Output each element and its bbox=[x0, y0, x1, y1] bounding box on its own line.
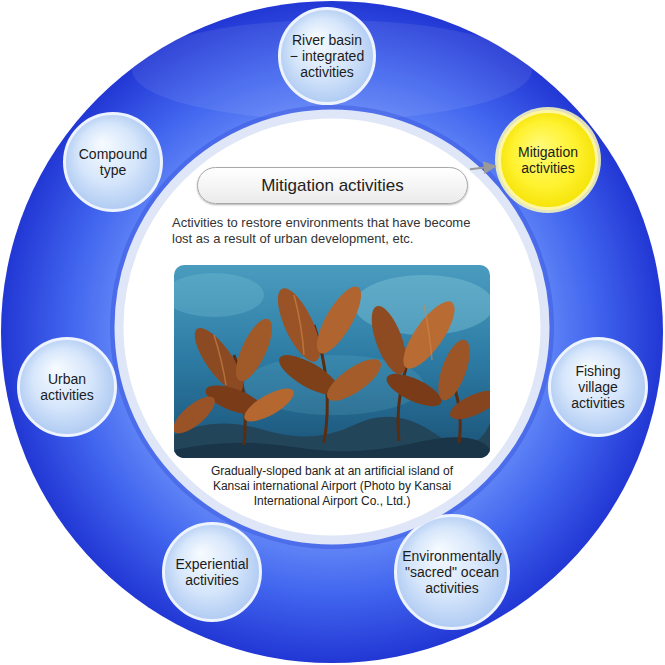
inner-shadow bbox=[110, 105, 554, 549]
kelp-blade bbox=[240, 382, 298, 427]
circle-shape bbox=[65, 114, 162, 211]
circle-label: Compound type bbox=[73, 146, 153, 178]
light-patch bbox=[174, 273, 264, 317]
circle-shape bbox=[280, 9, 375, 104]
pill-title: Mitigation activities bbox=[261, 176, 404, 196]
kelp-blade bbox=[269, 283, 328, 367]
kelp-highlight bbox=[294, 295, 304, 355]
kelp-blade bbox=[446, 385, 490, 425]
title-pill: Mitigation activities bbox=[197, 167, 468, 204]
kelp-blade bbox=[229, 314, 279, 386]
circle-label: Fishing village activities bbox=[558, 363, 638, 411]
pointer-connector bbox=[470, 166, 495, 169]
activity-circle: Environmentally "sacred" ocean activitie… bbox=[394, 514, 510, 630]
kelp-blades bbox=[174, 281, 490, 440]
circle-shape bbox=[550, 339, 647, 436]
kelp-highlights bbox=[214, 295, 432, 385]
activity-circle: River basin − integrated activities bbox=[278, 7, 376, 105]
kelp-blade bbox=[309, 281, 370, 360]
circle-label: Mitigation activities bbox=[508, 144, 588, 176]
inner-disk bbox=[117, 112, 547, 542]
activity-circle: Fishing village activities bbox=[548, 337, 648, 437]
seabed-rock bbox=[174, 437, 490, 458]
circle-shape bbox=[19, 339, 116, 436]
highlighted-circle: Mitigation activities bbox=[498, 110, 598, 210]
seabed-rock bbox=[174, 417, 490, 458]
circle-label: Experiential activities bbox=[172, 556, 252, 588]
kelp-highlight bbox=[214, 335, 226, 385]
circle-shape bbox=[164, 524, 261, 621]
circle-shape bbox=[500, 112, 597, 209]
seaweed-photo bbox=[174, 265, 490, 458]
circle-shape bbox=[396, 516, 509, 629]
activity-circle: Experiential activities bbox=[162, 522, 262, 622]
circle-label: Urban activities bbox=[27, 371, 107, 403]
kelp-blade bbox=[432, 336, 476, 404]
kelp-highlight bbox=[424, 305, 432, 360]
description-text: Activities to restore environments that … bbox=[172, 215, 480, 248]
detail-panel: Activities to restore environments that … bbox=[114, 109, 550, 545]
activity-circle: Compound type bbox=[63, 112, 163, 212]
kelp-blade bbox=[321, 352, 387, 408]
photo-caption: Gradually-sloped bank at an artificial i… bbox=[207, 464, 457, 509]
circle-label: Environmentally "sacred" ocean activitie… bbox=[400, 548, 504, 596]
kelp-blade bbox=[382, 367, 446, 412]
circle-label: River basin − integrated activities bbox=[288, 32, 366, 80]
kelp-blade bbox=[174, 391, 220, 440]
activity-circle: Urban activities bbox=[17, 337, 117, 437]
panel-rim bbox=[119, 114, 545, 540]
highlight-halo bbox=[495, 107, 601, 213]
